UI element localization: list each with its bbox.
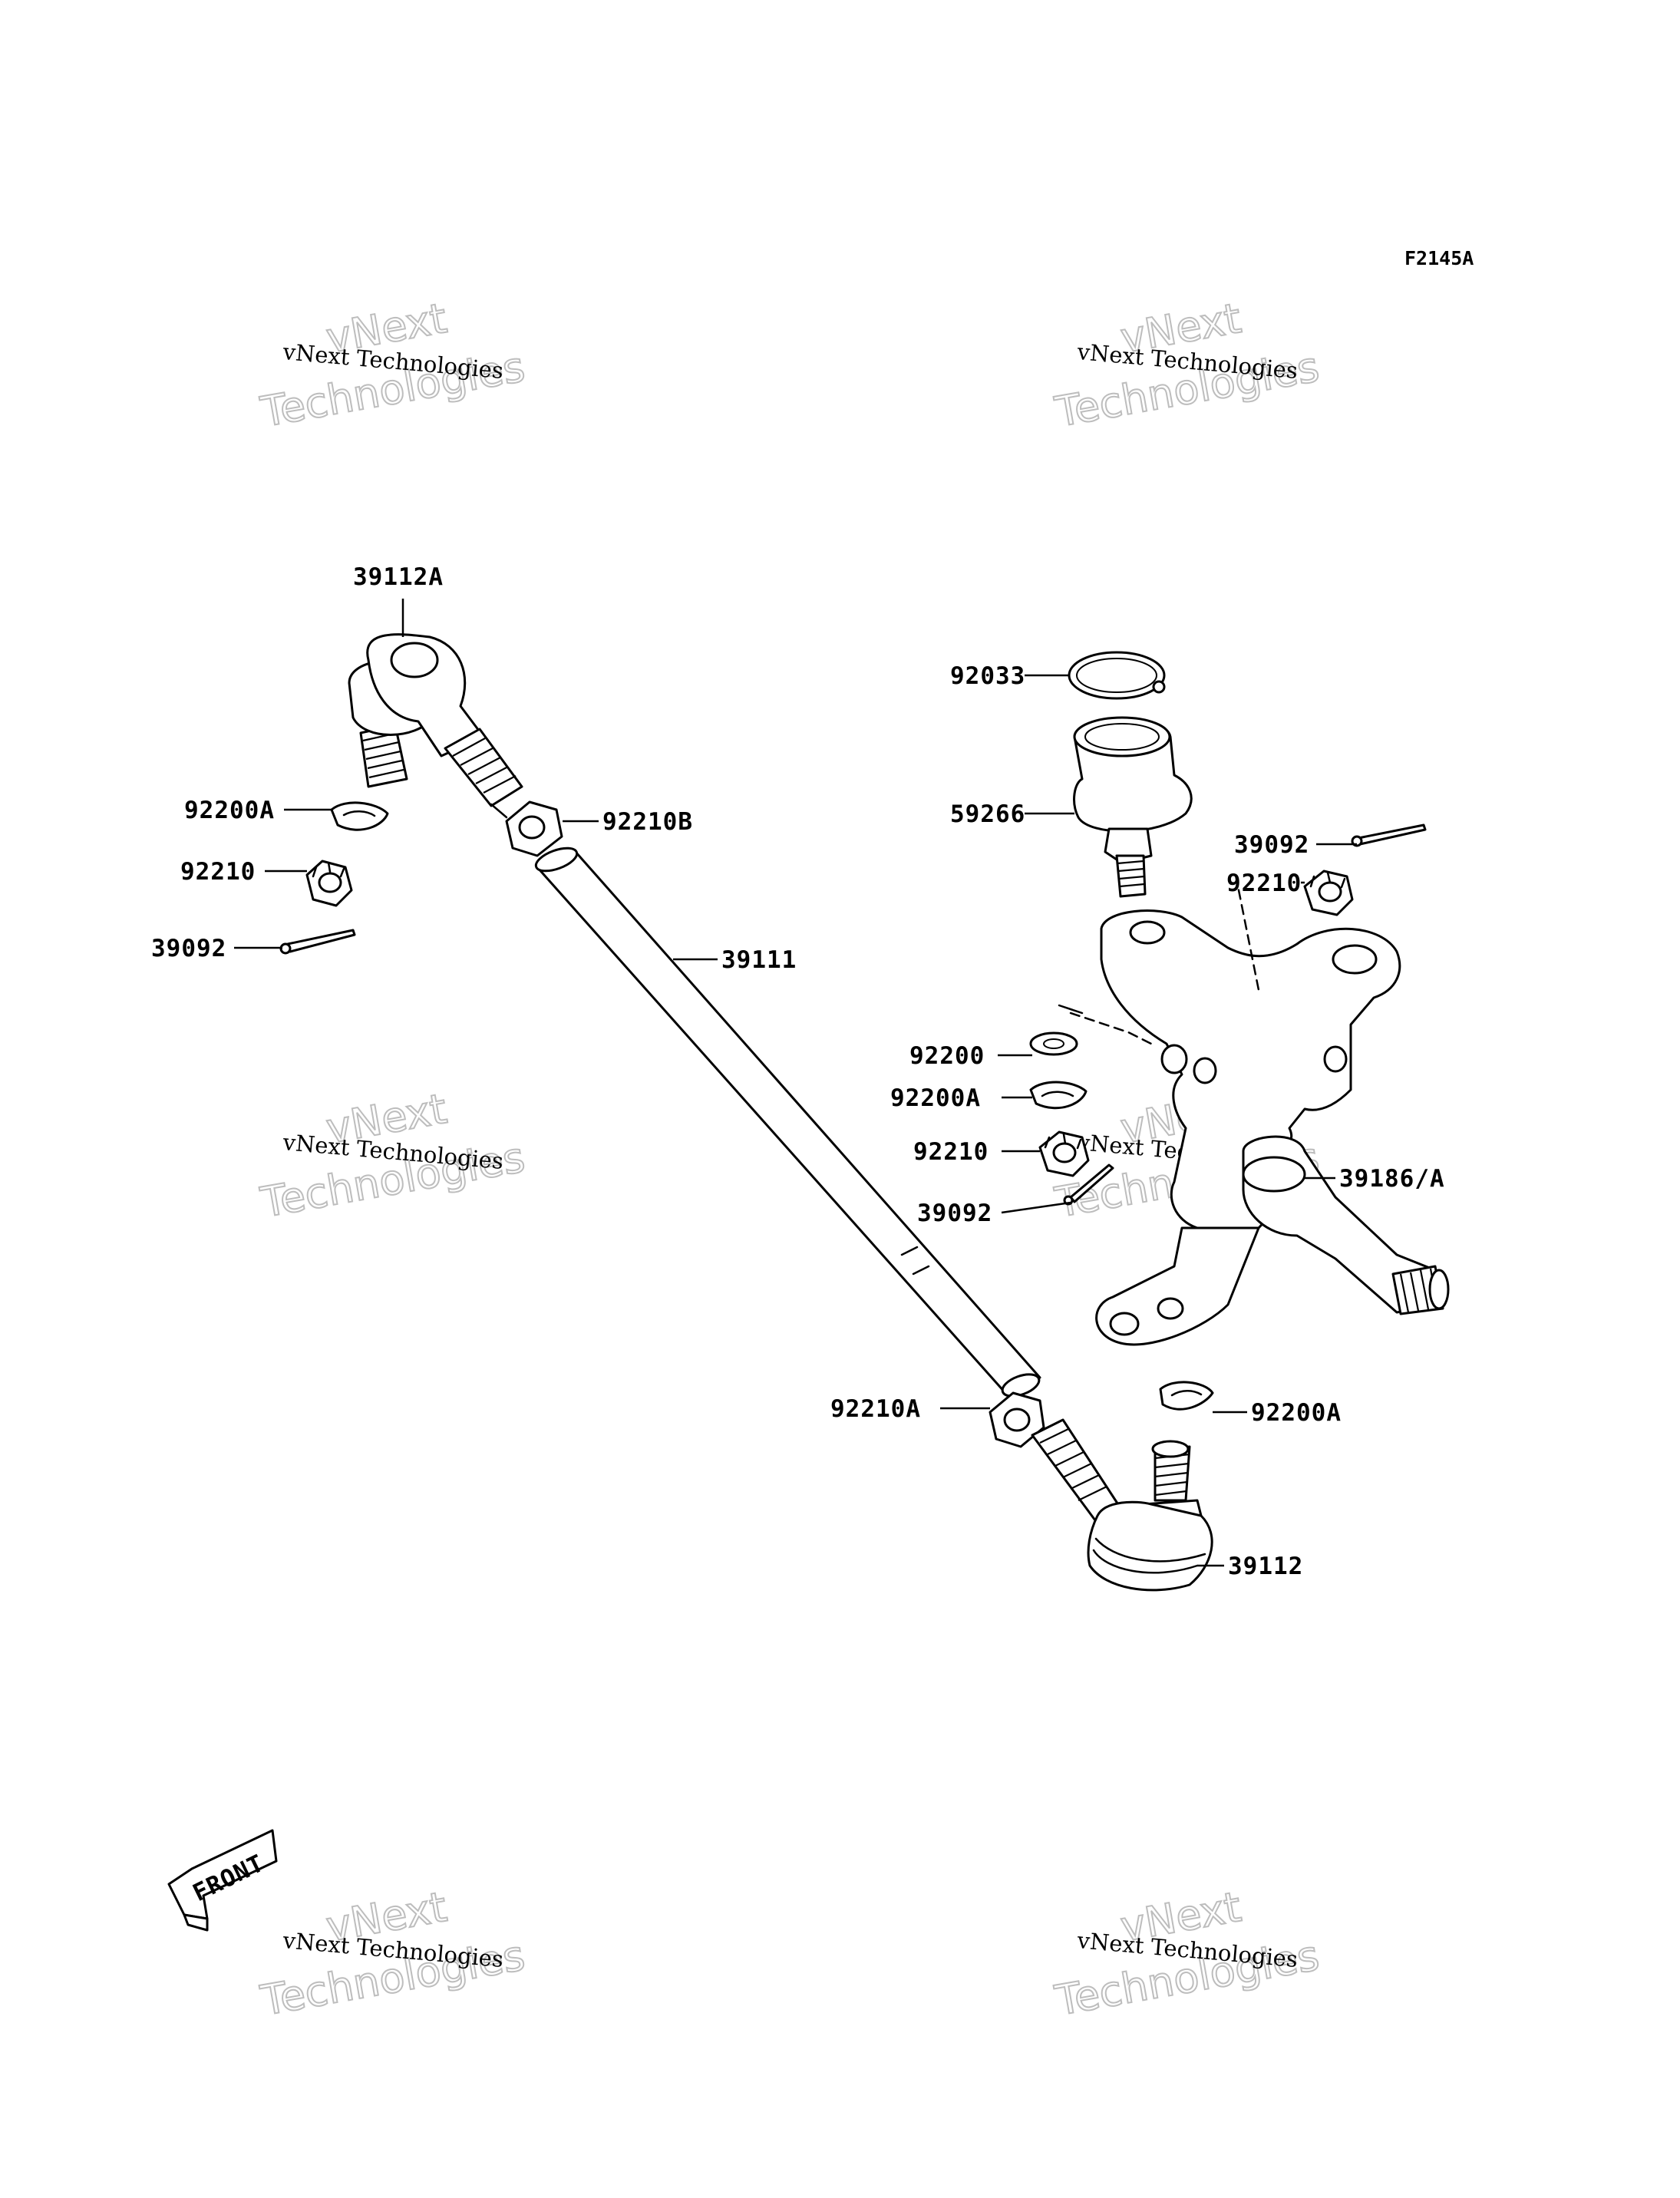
callout-39092-middle[interactable]: 39092 <box>917 1200 992 1227</box>
cotter-pin-39092-left <box>279 929 356 955</box>
callout-39186-A[interactable]: 39186/A <box>1339 1165 1445 1193</box>
callout-39111[interactable]: 39111 <box>721 946 797 974</box>
callout-39112A[interactable]: 39112A <box>353 563 444 591</box>
lock-nut-92210B <box>505 800 563 857</box>
front-direction-arrow: FRONT <box>167 1829 278 1932</box>
castle-nut-92210-middle <box>1038 1130 1090 1177</box>
callout-39092-left[interactable]: 39092 <box>151 935 226 962</box>
lock-nut-92210A <box>989 1391 1045 1448</box>
callout-92210-middle[interactable]: 92210 <box>913 1138 989 1166</box>
callout-92210A[interactable]: 92210A <box>830 1395 921 1423</box>
cotter-pin-39092-right-top <box>1351 823 1427 847</box>
callout-92200[interactable]: 92200 <box>909 1042 985 1070</box>
callout-92210B[interactable]: 92210B <box>602 808 693 836</box>
callout-92210-right-top[interactable]: 92210 <box>1226 870 1302 897</box>
tie-rod-end-39112A <box>348 633 523 819</box>
castle-nut-92210-right-top <box>1303 870 1354 916</box>
callout-92200A-bottom[interactable]: 92200A <box>1251 1399 1342 1427</box>
callout-39112[interactable]: 39112 <box>1228 1553 1303 1580</box>
callout-59266[interactable]: 59266 <box>950 800 1025 828</box>
tie-rod-end-39112 <box>1031 1418 1213 1592</box>
washer-92200A-bottom <box>1159 1381 1214 1411</box>
callout-92033[interactable]: 92033 <box>950 662 1025 690</box>
tie-rod-39111 <box>534 847 1041 1398</box>
diagram-code: F2145A <box>1404 247 1474 269</box>
callout-92200A-left[interactable]: 92200A <box>184 797 275 824</box>
castle-nut-92210-left <box>305 860 353 907</box>
washer-92200A-middle <box>1029 1081 1088 1110</box>
washer-92200A-left <box>330 801 389 831</box>
callout-92200A-middle[interactable]: 92200A <box>890 1084 981 1112</box>
callout-39092-right-top[interactable]: 39092 <box>1234 831 1309 859</box>
ball-joint-59266 <box>1073 716 1193 898</box>
callout-92210-left[interactable]: 92210 <box>180 858 256 886</box>
snap-ring-92033 <box>1068 651 1166 700</box>
steering-knuckle-39186 <box>1058 873 1450 1346</box>
leader-lines <box>234 599 1357 1567</box>
washer-92200 <box>1029 1031 1078 1056</box>
